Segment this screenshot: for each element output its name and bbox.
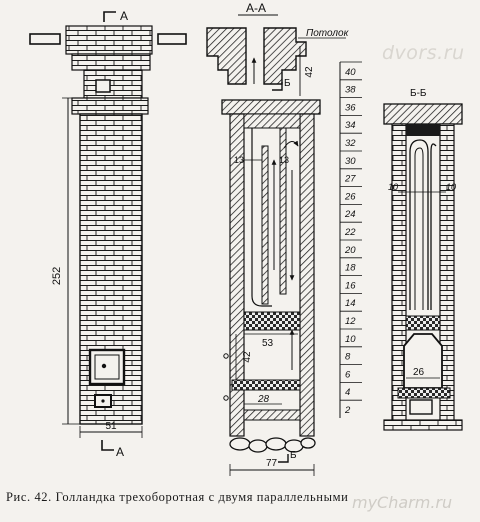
watermark-bottom: myCharm.ru: [352, 493, 453, 512]
scale-label: 34: [345, 120, 356, 131]
scale-label: 12: [345, 316, 356, 327]
width-dimension: 51: [105, 421, 117, 432]
scale-label: 10: [345, 334, 356, 345]
watermark-top: dvors.ru: [382, 42, 465, 64]
ceiling-beam-left: [29, 33, 61, 45]
dim-42-top: 42: [304, 66, 315, 78]
bb-top-slab: [406, 124, 440, 136]
dim-10-left: 10: [388, 182, 398, 192]
scale-label: 40: [345, 67, 356, 78]
scale-label: 8: [345, 352, 351, 363]
scale-label: 18: [345, 263, 356, 274]
ceiling-corbel-right: [263, 27, 307, 85]
scale-label: 22: [344, 227, 356, 238]
left-wall: [229, 113, 245, 437]
row-scale: 40 38 36 34 32 30 27 26 24 22 20 18 16 14 12 10 8 6 4 2: [339, 61, 362, 418]
dim-53: 53: [262, 338, 274, 349]
scale-label: 32: [345, 138, 356, 149]
figure-caption: Рис. 42. Голландка трехоборотная с двумя…: [6, 490, 349, 504]
section-mark-a-top: А: [120, 9, 128, 23]
scale-label: 36: [345, 102, 356, 113]
partition-left: [261, 145, 269, 305]
chimney-neck: [71, 53, 151, 71]
bb-cornice: [383, 103, 463, 125]
section-mark-b-bottom: Б: [290, 450, 297, 461]
ceiling-label: Потолок: [306, 28, 350, 39]
damper-door: [95, 79, 111, 93]
section-bb-title: Б-Б: [410, 88, 427, 99]
section-cornice: [221, 99, 321, 115]
fire-door: [88, 348, 126, 386]
scale-label: 26: [344, 191, 356, 202]
scale-label: 24: [344, 209, 356, 220]
foundation: [229, 437, 316, 453]
ceiling-beam-right: [157, 33, 187, 45]
dim-28: 28: [257, 394, 270, 405]
right-wall: [299, 113, 315, 437]
dim-42-door: 42: [242, 351, 253, 363]
scale-label: 16: [345, 280, 356, 291]
section-a-a: А-А Потолок 42 Б: [206, 1, 350, 476]
dim-26: 26: [413, 367, 425, 378]
section-b-b: Б-Б 10 10 26: [383, 88, 463, 431]
front-view: 252 51 А А: [29, 9, 187, 459]
scale-label: 30: [345, 156, 356, 167]
section-mark-a-bottom: А: [116, 445, 124, 459]
scale-label: 14: [345, 298, 356, 309]
scale-label: 6: [345, 369, 351, 380]
dim-10-right: 10: [446, 182, 456, 192]
firebox-roof: [243, 311, 301, 331]
section-mark-b-top: Б: [284, 78, 291, 89]
section-aa-title: А-А: [246, 1, 266, 15]
chimney-cap: [65, 25, 153, 55]
partition-right: [279, 127, 287, 295]
bb-firebox: [403, 333, 443, 389]
scale-label: 27: [344, 174, 356, 185]
scale-label: 20: [344, 245, 356, 256]
height-dimension: 252: [51, 267, 63, 285]
dim-13-left: 13: [234, 155, 244, 165]
dim-13-right: 13: [279, 155, 289, 165]
scale-label: 38: [345, 85, 356, 96]
bb-ash-pit: [409, 399, 433, 415]
scale-label: 2: [344, 405, 351, 416]
width-77: 77: [266, 458, 278, 469]
cornice: [71, 97, 149, 115]
scale-label: 4: [345, 387, 350, 398]
grate: [231, 379, 301, 391]
ceiling-corbel-left: [206, 27, 247, 85]
chimney-pipe: [83, 69, 143, 99]
